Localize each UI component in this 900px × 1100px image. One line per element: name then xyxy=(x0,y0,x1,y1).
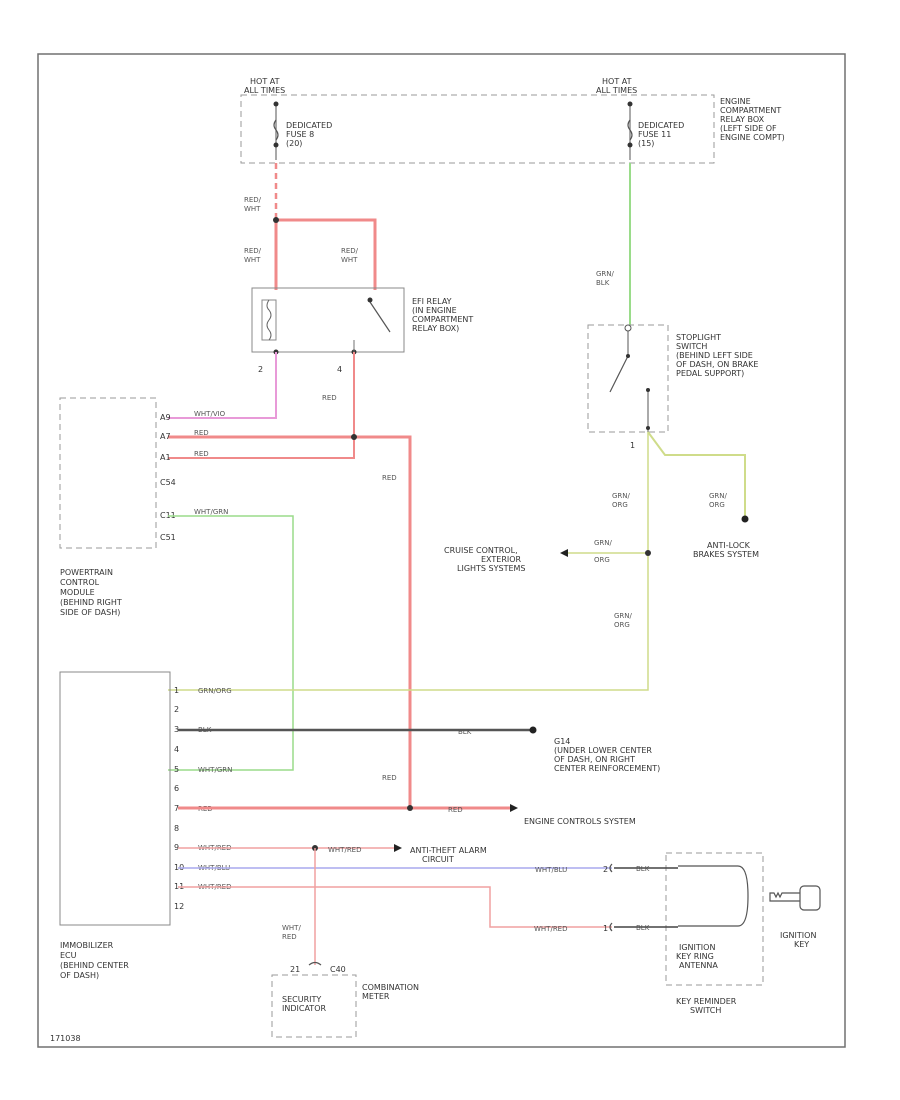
splice-grn-org xyxy=(645,550,651,556)
pcm-pin-c11: C11 xyxy=(160,511,176,520)
wire-label-red-v: RED xyxy=(322,394,337,402)
combination-meter-label: COMBINATION METER xyxy=(362,983,422,1001)
anti-theft-arrow xyxy=(394,844,402,852)
anti-lock-brakes-label: ANTI-LOCK BRAKES SYSTEM xyxy=(693,541,759,559)
cruise-control-label: CRUISE CONTROL, EXTERIOR LIGHTS SYSTEMS xyxy=(444,546,526,573)
wire-label-pcm-red-a7: RED xyxy=(194,429,209,437)
wire-label-red-v2: RED xyxy=(382,474,397,482)
imm-pin-5: 5 xyxy=(174,765,179,774)
wire-label-red-wht-3: RED/ WHT xyxy=(341,247,360,264)
splice-red-wht xyxy=(273,217,279,223)
ignition-key-ring-antenna-label: IGNITION KEY RING ANTENNA xyxy=(676,943,718,970)
wire-wht-grn xyxy=(168,515,294,771)
wire-grn-org-main xyxy=(168,432,649,691)
powertrain-control-module xyxy=(59,397,157,549)
wire-wht-vio xyxy=(168,352,277,419)
wire-label-red-wht-2: RED/ WHT xyxy=(244,247,263,264)
ignition-wire-blk-top: BLK xyxy=(636,865,650,873)
security-indicator-label: SECURITY INDICATOR xyxy=(282,995,326,1013)
pcm-pin-a1: A1 xyxy=(160,453,171,462)
pcm-label: POWERTRAIN CONTROL MODULE (BEHIND RIGHT … xyxy=(60,568,124,617)
wire-label-wht-red-right: WHT/RED xyxy=(328,846,362,854)
imm-pin-1: 1 xyxy=(174,686,179,695)
key-reminder-switch-label: KEY REMINDER SWITCH xyxy=(676,997,739,1015)
wire-label-pcm-red-a1: RED xyxy=(194,450,209,458)
combo-pin-21: 21 xyxy=(290,965,300,974)
ignition-wire-blk-bottom: BLK xyxy=(636,924,650,932)
cruise-arrow xyxy=(560,549,568,557)
wire-label-pcm-wht-grn: WHT/GRN xyxy=(194,508,228,516)
engine-compartment-relay-box-label: ENGINE COMPARTMENT RELAY BOX (LEFT SIDE … xyxy=(720,97,785,142)
wire-grn-org-abs xyxy=(647,431,746,517)
wire-label-red-wht-1: RED/ WHT xyxy=(244,196,263,213)
immobilizer-ecu xyxy=(59,671,171,926)
efi-relay-pin-2: 2 xyxy=(258,365,263,374)
wire-label-imm-grn-org: GRN/ORG xyxy=(198,687,232,695)
ignition-pin-2: 2 xyxy=(603,865,608,874)
imm-pin-12: 12 xyxy=(174,902,184,911)
wire-label-wht-vio: WHT/VIO xyxy=(194,410,226,418)
wire-label-wht-red-low: WHT/RED xyxy=(534,925,568,933)
wire-label-red-v3: RED xyxy=(382,774,397,782)
engine-compartment-relay-box xyxy=(240,94,715,164)
dedicated-fuse-8-label: DEDICATED FUSE 8 (20) xyxy=(286,121,335,148)
anti-lock-connector xyxy=(741,515,749,523)
stoplight-switch xyxy=(587,324,669,433)
combo-pin-c40: C40 xyxy=(330,965,346,974)
wire-label-grn-org-1: GRN/ ORG xyxy=(612,492,632,509)
wire-red-pcm-a7 xyxy=(168,435,412,808)
ignition-key-ring-antenna xyxy=(609,852,764,986)
wire-label-imm-wht-grn: WHT/GRN xyxy=(198,766,232,774)
wire-label-grn-org-3: GRN/ ORG xyxy=(594,539,614,564)
wire-label-grn-blk: GRN/ BLK xyxy=(596,270,616,287)
efi-relay-pin-4: 4 xyxy=(337,365,342,374)
hot-at-all-times-left: HOT AT ALL TIMES xyxy=(244,77,285,95)
imm-pin-6: 6 xyxy=(174,784,179,793)
imm-pin-9: 9 xyxy=(174,843,179,852)
ground-g14-label: G14 (UNDER LOWER CENTER OF DASH, ON RIGH… xyxy=(554,737,660,773)
wire-wht-red-lower xyxy=(178,886,612,928)
stoplight-switch-label: STOPLIGHT SWITCH (BEHIND LEFT SIDE OF DA… xyxy=(676,333,761,378)
immobilizer-label: IMMOBILIZER ECU (BEHIND CENTER OF DASH) xyxy=(60,941,131,980)
imm-pin-3: 3 xyxy=(174,725,179,734)
pcm-connector-c51: C51 xyxy=(160,533,176,542)
efi-relay-label: EFI RELAY (IN ENGINE COMPARTMENT RELAY B… xyxy=(412,297,476,333)
imm-pin-7: 7 xyxy=(174,804,179,813)
ignition-key-icon xyxy=(769,885,821,911)
imm-pin-8: 8 xyxy=(174,824,179,833)
stoplight-switch-pin-1: 1 xyxy=(630,441,635,450)
diagram-frame xyxy=(37,53,846,1048)
wire-label-grn-org-2: GRN/ ORG xyxy=(709,492,729,509)
imm-pin-2: 2 xyxy=(174,705,179,714)
wire-label-grn-org-4: GRN/ ORG xyxy=(614,612,634,629)
anti-theft-label: ANTI-THEFT ALARM CIRCUIT xyxy=(410,846,489,864)
ignition-pin-1: 1 xyxy=(603,924,608,933)
pcm-pin-a9: A9 xyxy=(160,413,171,422)
ground-g14 xyxy=(529,726,537,734)
combination-meter xyxy=(271,961,357,1038)
engine-controls-arrow xyxy=(510,804,518,812)
pcm-connector-c54: C54 xyxy=(160,478,176,487)
hot-at-all-times-right: HOT AT ALL TIMES xyxy=(596,77,637,95)
figure-id: 171038 xyxy=(50,1034,81,1043)
wire-label-red-right: RED xyxy=(448,806,463,814)
ignition-key-label: IGNITION KEY xyxy=(780,931,819,949)
wire-red-wht-split xyxy=(274,218,377,290)
wire-label-wht-red-v: WHT/ RED xyxy=(282,924,303,941)
efi-relay xyxy=(251,287,405,355)
splice-red-main xyxy=(351,434,357,440)
engine-controls-label: ENGINE CONTROLS SYSTEM xyxy=(524,817,636,826)
dedicated-fuse-11-label: DEDICATED FUSE 11 (15) xyxy=(638,121,687,148)
imm-pin-4: 4 xyxy=(174,745,179,754)
wire-label-blk-right: BLK xyxy=(458,728,472,736)
wire-red-pcm-a1 xyxy=(168,437,355,459)
splice-red-immobilizer xyxy=(407,805,413,811)
pcm-pin-a7: A7 xyxy=(160,432,171,441)
wire-label-wht-blu-right: WHT/BLU xyxy=(535,866,567,874)
